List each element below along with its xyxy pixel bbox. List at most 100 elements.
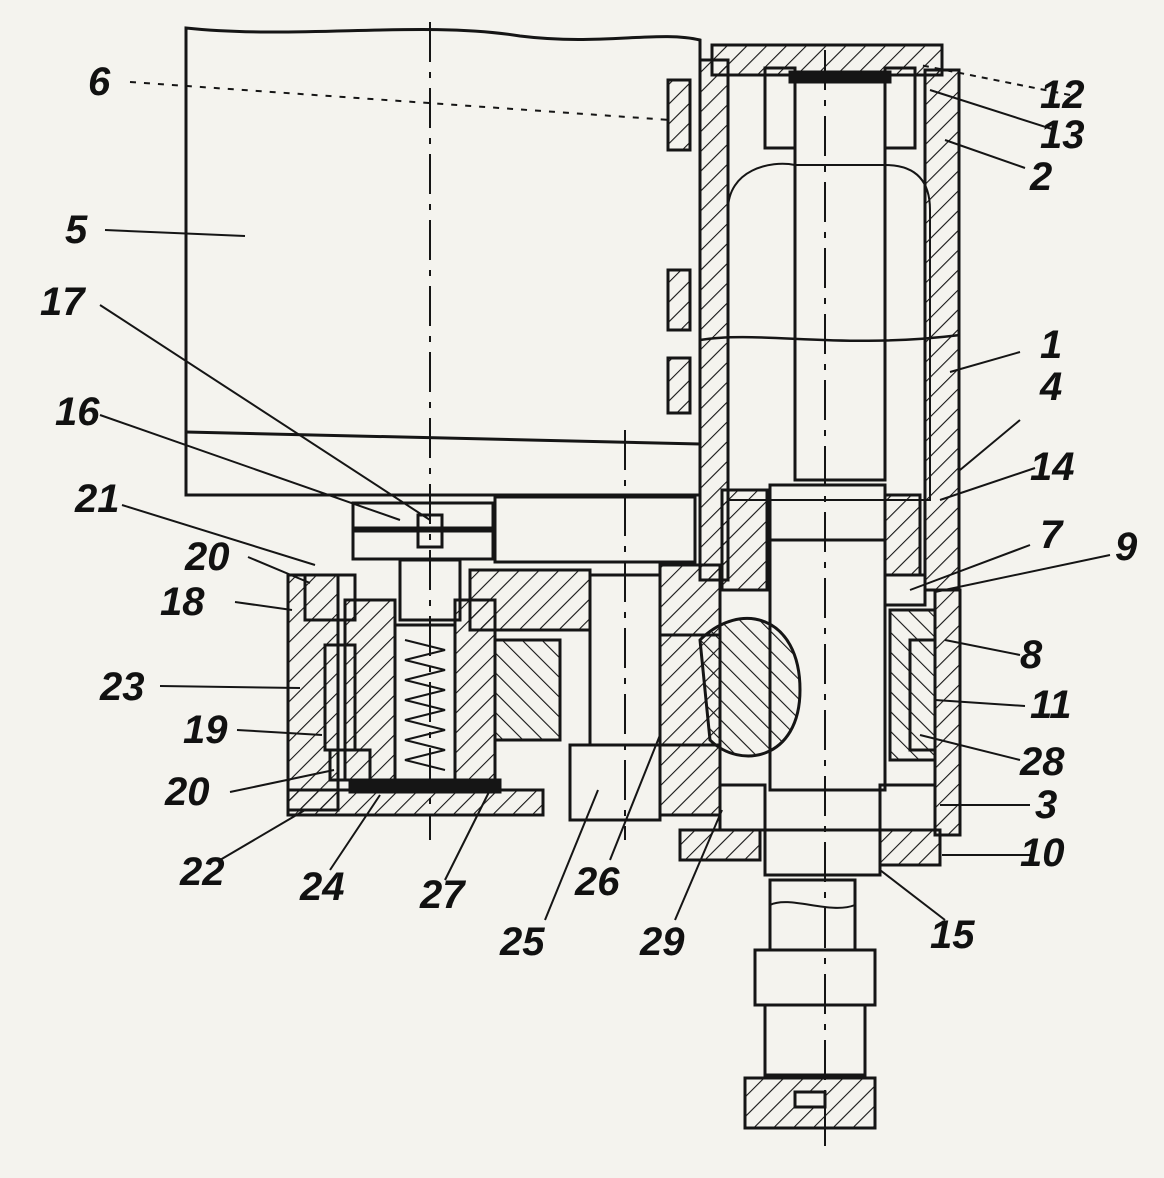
bracket-6-low — [666, 356, 692, 415]
label-4: 4 — [1039, 365, 1062, 409]
flange-10 — [878, 828, 942, 867]
casing-18-base — [286, 788, 545, 817]
label-6: 6 — [88, 60, 111, 104]
flange-10-left — [678, 828, 762, 862]
leader-7 — [909, 544, 1031, 591]
housing-wall-8 — [933, 588, 962, 837]
key-17 — [416, 513, 444, 549]
leader-8 — [944, 639, 1021, 656]
right-block — [658, 563, 722, 637]
label-2: 2 — [1029, 155, 1052, 199]
leader-21 — [121, 504, 316, 566]
bracket-6-top — [666, 78, 692, 152]
lower-collar — [753, 948, 877, 1007]
leader-25 — [544, 789, 599, 921]
label-24: 24 — [299, 865, 345, 909]
leader-2 — [944, 139, 1026, 169]
label-20a: 20 — [184, 535, 230, 579]
housing-3-right — [883, 493, 922, 577]
body-5-divider — [185, 430, 701, 446]
lower-break — [769, 901, 856, 909]
leader-15 — [879, 869, 946, 921]
leader-20b — [229, 769, 335, 793]
label-15: 15 — [930, 913, 975, 957]
label-11: 11 — [1030, 683, 1072, 727]
label-22: 22 — [179, 850, 225, 894]
break-line — [699, 333, 961, 343]
label-18: 18 — [160, 580, 205, 624]
label-5: 5 — [65, 208, 88, 252]
upper-block — [468, 568, 592, 632]
lower-shaft-2 — [763, 1003, 867, 1077]
bearing-9 — [883, 573, 927, 607]
coupling-16-top — [351, 501, 495, 530]
foot-insert — [793, 1090, 827, 1109]
housing-3-left — [720, 488, 769, 592]
label-12: 12 — [1040, 73, 1085, 117]
top-plate-12 — [788, 70, 892, 84]
shaft-7-upper — [793, 78, 887, 482]
bearing-29 — [718, 783, 767, 832]
lower-bearing-3 — [878, 783, 937, 832]
bevel-gear — [698, 616, 802, 758]
label-10: 10 — [1020, 831, 1065, 875]
label-13: 13 — [1040, 113, 1085, 157]
leader-20a — [247, 556, 311, 584]
shaft-collar — [768, 483, 887, 542]
label-8: 8 — [1020, 633, 1043, 677]
spring-housing — [393, 623, 457, 782]
leader-9 — [934, 554, 1111, 593]
shaft-25-end — [568, 743, 662, 822]
label-9: 9 — [1115, 525, 1138, 569]
leader-27 — [444, 779, 496, 881]
leader-16 — [99, 414, 401, 521]
body-5 — [184, 26, 702, 497]
bracket-6-mid — [666, 268, 692, 332]
gear-hub — [658, 633, 722, 747]
label-16: 16 — [55, 390, 100, 434]
coupling-16-bot — [351, 529, 495, 561]
label-3: 3 — [1035, 783, 1057, 827]
leader-6 — [129, 81, 671, 121]
leader-5 — [104, 229, 246, 237]
plate-bottom — [348, 778, 502, 794]
right-block-low — [658, 743, 722, 817]
leader-11 — [934, 699, 1026, 707]
bearing-20-top — [303, 573, 357, 622]
label-1: 1 — [1040, 323, 1062, 367]
coupling-shaft — [398, 558, 462, 622]
label-27: 27 — [419, 873, 466, 917]
leader-24 — [329, 794, 381, 871]
leader-13 — [929, 89, 1056, 131]
leader-18 — [234, 601, 293, 611]
label-19: 19 — [183, 708, 228, 752]
label-7: 7 — [1040, 513, 1064, 557]
label-14: 14 — [1030, 445, 1075, 489]
label-21: 21 — [74, 477, 120, 521]
leader-28 — [919, 734, 1021, 761]
leader-17 — [99, 304, 431, 521]
plate-under-body — [493, 495, 697, 564]
leader-23 — [159, 685, 301, 689]
label-23: 23 — [99, 665, 145, 709]
leader-22 — [219, 809, 306, 861]
leader-14 — [939, 467, 1036, 501]
leader-12 — [919, 64, 1071, 96]
leader-4 — [959, 419, 1021, 471]
label-28: 28 — [1019, 740, 1065, 784]
leader-19 — [236, 729, 323, 736]
shaft-cavity — [727, 162, 931, 501]
label-25: 25 — [499, 920, 545, 964]
cap-2 — [710, 43, 944, 77]
leader-1 — [949, 351, 1021, 373]
label-20b: 20 — [164, 770, 210, 814]
bevel-pinion — [493, 638, 562, 742]
label-29: 29 — [639, 920, 685, 964]
lower-shaft — [768, 878, 857, 952]
spring-27 — [404, 639, 446, 771]
leader-29 — [674, 809, 723, 921]
leader-26 — [609, 734, 661, 861]
shaft-seat-15 — [763, 828, 882, 877]
